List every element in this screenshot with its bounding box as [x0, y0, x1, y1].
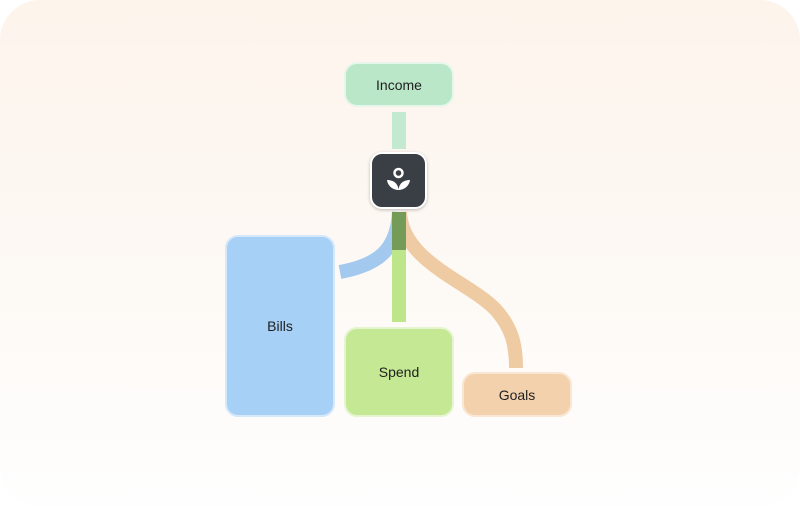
bills-node[interactable]: Bills: [225, 235, 335, 417]
goals-node[interactable]: Goals: [462, 372, 572, 417]
flow-income-to-hub: [392, 112, 406, 149]
income-label: Income: [376, 76, 422, 93]
bills-label: Bills: [267, 318, 293, 334]
goals-label: Goals: [498, 386, 536, 403]
spend-label: Spend: [378, 364, 420, 380]
sprout-logo-icon: [387, 167, 410, 190]
flow-overlap: [392, 212, 406, 250]
flow-hub-to-bills: [338, 211, 406, 279]
flow-hub-to-goals: [393, 211, 523, 369]
spend-node[interactable]: Spend: [344, 327, 454, 417]
app-logo-icon[interactable]: [370, 152, 427, 209]
income-node[interactable]: Income: [344, 62, 454, 107]
